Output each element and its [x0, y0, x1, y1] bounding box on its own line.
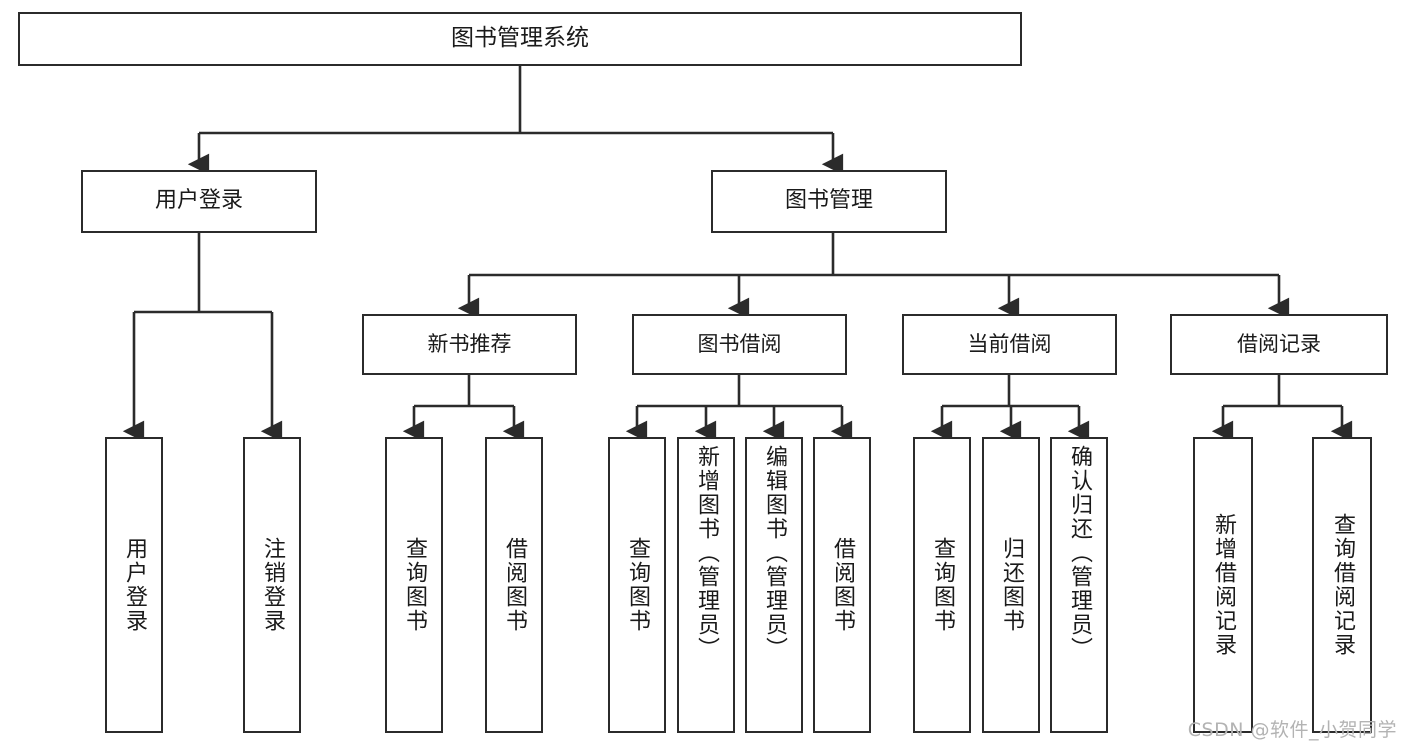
node-label: 借阅图书 [502, 537, 527, 633]
leaf-newbook-query-book[interactable]: 查询图书 [385, 437, 443, 733]
node-label: 借阅记录 [1237, 331, 1321, 356]
node-label: 当前借阅 [967, 331, 1052, 356]
node-label: 用户登录 [154, 188, 243, 214]
leaf-current-confirm-return[interactable]: 确认归还（管理员） [1050, 437, 1108, 733]
node-book-management[interactable]: 图书管理 [711, 170, 947, 233]
node-label: 借阅图书 [830, 537, 855, 633]
leaf-borrow-edit-book[interactable]: 编辑图书（管理员） [745, 437, 803, 733]
leaf-current-query-book[interactable]: 查询图书 [913, 437, 971, 733]
node-label: 新增借阅记录 [1211, 513, 1236, 657]
leaf-newbook-borrow-book[interactable]: 借阅图书 [485, 437, 543, 733]
leaf-user-login[interactable]: 用户登录 [105, 437, 163, 733]
csdn-watermark: CSDN @软件_小贺同学 [1187, 719, 1397, 741]
node-label: 查询图书 [625, 537, 650, 633]
leaf-borrow-query-book[interactable]: 查询图书 [608, 437, 666, 733]
node-label: 新书推荐 [427, 331, 512, 356]
leaf-borrow-add-book[interactable]: 新增图书（管理员） [677, 437, 735, 733]
leaf-borrow-lend-book[interactable]: 借阅图书 [813, 437, 871, 733]
leaf-current-return-book[interactable]: 归还图书 [982, 437, 1040, 733]
node-label: 新增图书（管理员） [694, 445, 719, 661]
node-book-borrow[interactable]: 图书借阅 [632, 314, 847, 375]
node-new-book-recommend[interactable]: 新书推荐 [362, 314, 577, 375]
node-label: 图书借阅 [697, 331, 782, 356]
node-label: 确认归还（管理员） [1067, 445, 1092, 661]
leaf-user-logout[interactable]: 注销登录 [243, 437, 301, 733]
node-label: 查询图书 [402, 537, 427, 633]
node-label: 注销登录 [260, 537, 285, 633]
leaf-record-add-record[interactable]: 新增借阅记录 [1193, 437, 1253, 733]
leaf-record-query-record[interactable]: 查询借阅记录 [1312, 437, 1372, 733]
node-label: 图书管理系统 [451, 25, 589, 52]
node-label: 图书管理 [784, 188, 873, 214]
node-current-borrow[interactable]: 当前借阅 [902, 314, 1117, 375]
node-label: 用户登录 [122, 537, 147, 633]
node-label: 编辑图书（管理员） [762, 445, 787, 661]
node-root-system[interactable]: 图书管理系统 [18, 12, 1022, 66]
node-label: 归还图书 [999, 537, 1024, 633]
node-label: 查询借阅记录 [1330, 513, 1355, 657]
node-borrow-record[interactable]: 借阅记录 [1170, 314, 1388, 375]
node-label: 查询图书 [930, 537, 955, 633]
node-user-login[interactable]: 用户登录 [81, 170, 317, 233]
